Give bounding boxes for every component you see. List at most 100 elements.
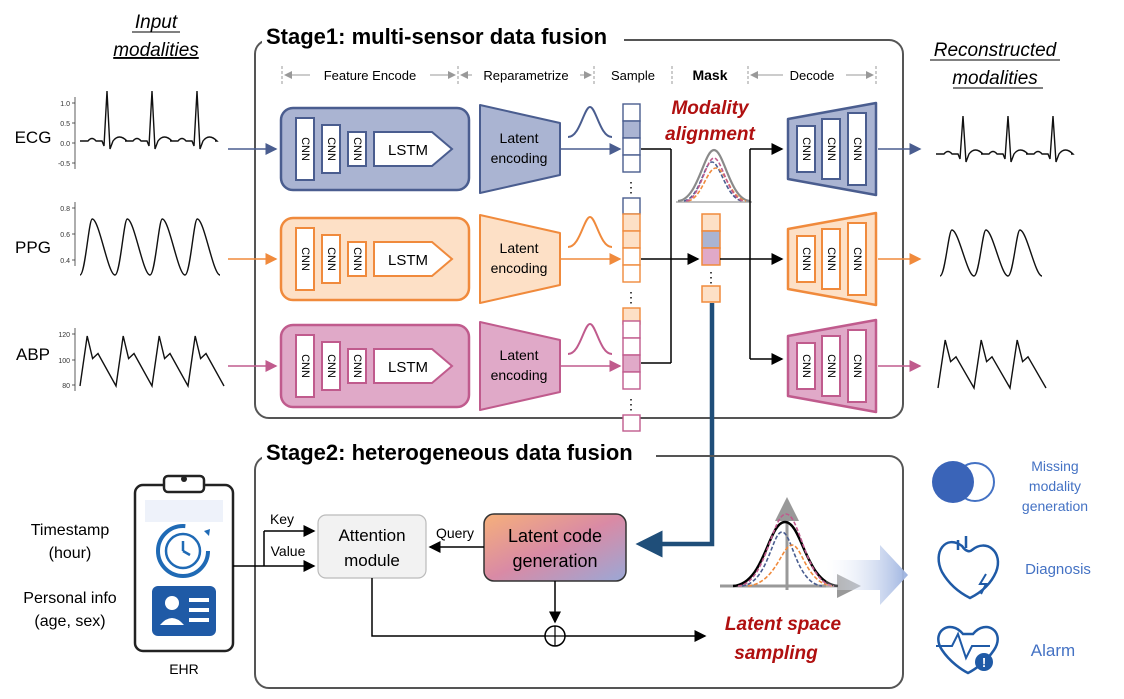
- sum-node: [544, 625, 566, 647]
- cnn-label: CNN: [325, 137, 337, 161]
- lstm-block: [373, 348, 454, 384]
- input-tick-label: 0.4: [60, 258, 70, 265]
- cnn-label: CNN: [299, 137, 311, 161]
- heart-icon: [937, 536, 1000, 600]
- cnn-layer: [321, 341, 341, 391]
- sample-cell: [622, 354, 641, 373]
- mask-vector: ⋮: [701, 213, 721, 303]
- latent-code-label: Latent code: [508, 526, 602, 546]
- input-waveform: [80, 90, 219, 150]
- query-label: Query: [436, 525, 474, 541]
- alarm-label: Alarm: [1031, 641, 1075, 660]
- missing-modality-label: Missing: [1031, 458, 1078, 474]
- cnn-layer: [321, 234, 341, 284]
- key-label: Key: [270, 511, 294, 527]
- decoder-cnn-layer: [847, 222, 867, 296]
- modality-label-ppg: PPG: [15, 238, 51, 257]
- cnn-label: CNN: [351, 137, 363, 161]
- clock-icon: [156, 524, 210, 578]
- input-tick-label: 80: [62, 383, 70, 390]
- sample-cell: [622, 320, 641, 339]
- reconstructed-modalities-title: Reconstructed: [934, 40, 1058, 61]
- latent-encoding-block: [479, 321, 561, 411]
- sample-cell: [622, 120, 641, 139]
- cnn-label: CNN: [851, 247, 863, 271]
- cnn-layer: [321, 124, 341, 174]
- phase-decode: Decode: [790, 68, 835, 83]
- phase-reparametrize: Reparametrize: [483, 68, 568, 83]
- sample-cell: [622, 247, 641, 266]
- cnn-label: CNN: [351, 247, 363, 271]
- personal-info-label: Personal info: [23, 590, 116, 607]
- alarm-heart-icon: !: [936, 625, 999, 675]
- cnn-label: CNN: [851, 354, 863, 378]
- stage1-title: Stage1: multi-sensor data fusion: [266, 24, 607, 49]
- latent-encoding-block: [479, 214, 561, 304]
- phase-header: Feature Encode Reparametrize Sample Mask…: [281, 66, 877, 84]
- latent-space-sampling-title: Latent space: [725, 614, 842, 635]
- modality-label-ecg: ECG: [15, 128, 52, 147]
- input-tick-label: -0.5: [58, 161, 70, 168]
- latent-encoding-label: encoding: [491, 150, 548, 166]
- decoder-cnn-layer: [847, 112, 867, 186]
- sample-cell: [622, 337, 641, 356]
- id-card-icon: [152, 586, 216, 636]
- sample-cell: [622, 154, 641, 173]
- output-arrow: [826, 545, 908, 605]
- decoder-cnn-layer: [821, 118, 841, 180]
- reconstructed-waveform: [937, 339, 1047, 391]
- input-tick-label: 1.0: [60, 101, 70, 108]
- modality-label-abp: ABP: [16, 345, 50, 364]
- cnn-label: CNN: [800, 137, 812, 161]
- lstm-label: LSTM: [388, 252, 428, 269]
- input-tick-label: 0.5: [60, 121, 70, 128]
- cnn-layer: [295, 227, 315, 291]
- lstm-label: LSTM: [388, 359, 428, 376]
- ehr-label: EHR: [169, 661, 199, 677]
- sample-ellipsis: ⋮: [624, 289, 638, 305]
- latent-encoding-label: Latent: [500, 240, 539, 256]
- lstm-block: [373, 131, 454, 167]
- cnn-label: CNN: [825, 354, 837, 378]
- attention-module-label: Attention: [338, 526, 405, 545]
- latent-encoding-label: Latent: [500, 347, 539, 363]
- cnn-label: CNN: [325, 247, 337, 271]
- lstm-label: LSTM: [388, 142, 428, 159]
- cnn-layer: [347, 131, 367, 167]
- modality-alignment-title-2: alignment: [665, 124, 755, 145]
- missing-modality-icon: [932, 461, 995, 503]
- sample-ellipsis: ⋮: [624, 179, 638, 195]
- latent-code-label-2: generation: [512, 551, 597, 571]
- input-tick-label: 0.6: [60, 232, 70, 239]
- svg-text:!: !: [982, 655, 986, 670]
- input-waveform: [79, 335, 225, 389]
- lstm-block: [373, 241, 454, 277]
- cnn-label: CNN: [325, 354, 337, 378]
- cnn-layer: [347, 348, 367, 384]
- timestamp-label: Timestamp: [31, 522, 110, 539]
- cnn-layer: [295, 334, 315, 398]
- reconstructed-modalities-title-2: modalities: [952, 68, 1038, 89]
- latent-encoding-label: Latent: [500, 130, 539, 146]
- sample-cell: [622, 414, 641, 432]
- latent-encoding-label: encoding: [491, 367, 548, 383]
- sample-gaussian: [567, 322, 613, 355]
- cnn-layer: [347, 241, 367, 277]
- missing-modality-label-3: generation: [1022, 498, 1088, 514]
- stage2-connectors: [233, 525, 707, 642]
- phase-sample: Sample: [611, 68, 655, 83]
- personal-info-label-2: (age, sex): [34, 613, 105, 630]
- sample-ellipsis: ⋮: [624, 396, 638, 412]
- phase-mask: Mask: [692, 67, 727, 83]
- decoder-cnn-layer: [796, 235, 816, 283]
- svg-text:⋮: ⋮: [704, 269, 718, 285]
- sample-gaussian: [567, 105, 613, 138]
- sample-gaussian: [567, 215, 613, 248]
- phase-feature-encode: Feature Encode: [324, 68, 417, 83]
- latent-space-sampling-title-2: sampling: [734, 643, 818, 664]
- latent-encoding-block: [479, 104, 561, 194]
- input-waveform: [79, 218, 221, 276]
- input-modalities-title: Input: [135, 12, 178, 33]
